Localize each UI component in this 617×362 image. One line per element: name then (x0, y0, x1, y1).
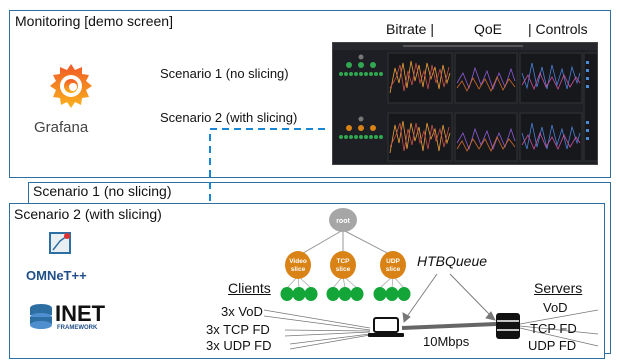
monitoring-title: Monitoring [demo screen] (15, 13, 173, 29)
servers-item-vod: VoD (543, 300, 568, 315)
slice-udp-label2: slice (386, 266, 401, 273)
monitoring-scenario1-label: Scenario 1 (no slicing) (160, 66, 289, 81)
link-line (401, 322, 497, 330)
monitoring-scenario2-label: Scenario 2 (with slicing) (160, 110, 298, 125)
leaf-node (338, 287, 352, 301)
clients-title: Clients (228, 280, 271, 296)
leaf-node (326, 287, 340, 301)
servers-item-tcp: TCP FD (530, 321, 577, 336)
slice-video-label2: slice (291, 266, 306, 273)
servers-title: Servers (534, 280, 583, 296)
grafana-label: Grafana (34, 119, 89, 136)
leaf-node (292, 287, 306, 301)
slice-udp-label1: UDP (386, 258, 400, 265)
tab-bitrate: Bitrate | (386, 21, 434, 37)
slice-tcp-label1: TCP (337, 258, 351, 265)
leaf-node (304, 287, 318, 301)
link-label: 10Mbps (423, 334, 470, 349)
leaf-node (385, 287, 399, 301)
tab-qoe: QoE (474, 21, 503, 37)
root-node (329, 208, 357, 232)
scenario1-title: Scenario 1 (no slicing) (33, 183, 172, 199)
dashboard-screenshot (332, 42, 598, 165)
laptop-icon (368, 317, 404, 337)
slice-node-video (285, 251, 311, 279)
clients-item-udp: 3x UDP FD (206, 338, 272, 353)
omnet-label: OMNeT++ (26, 268, 87, 283)
leaf-node (397, 287, 411, 301)
slice-tcp-label2: slice (336, 266, 351, 273)
inet-label: INET (55, 301, 106, 326)
inet-logo-icon (30, 304, 52, 329)
database-icon (496, 313, 520, 339)
clients-item-tcp: 3x TCP FD (206, 322, 270, 337)
slice-video-label1: Video (289, 258, 307, 265)
leaf-node (373, 287, 387, 301)
root-node-label: root (336, 218, 350, 225)
slice-node-tcp (330, 251, 356, 279)
grafana-logo-icon (50, 64, 92, 108)
servers-item-udp: UDP FD (528, 338, 577, 353)
leaf-node (280, 287, 294, 301)
inet-sub-label: FRAMEWORK (57, 325, 98, 331)
scenario2-title: Scenario 2 (with slicing) (14, 206, 162, 222)
slice-node-udp (380, 251, 406, 279)
htbqueue-label: HTBQueue (417, 253, 488, 269)
clients-item-vod: 3x VoD (221, 304, 263, 319)
leaf-node (350, 287, 364, 301)
tab-controls: | Controls (528, 21, 588, 37)
omnet-logo-icon (49, 232, 71, 254)
